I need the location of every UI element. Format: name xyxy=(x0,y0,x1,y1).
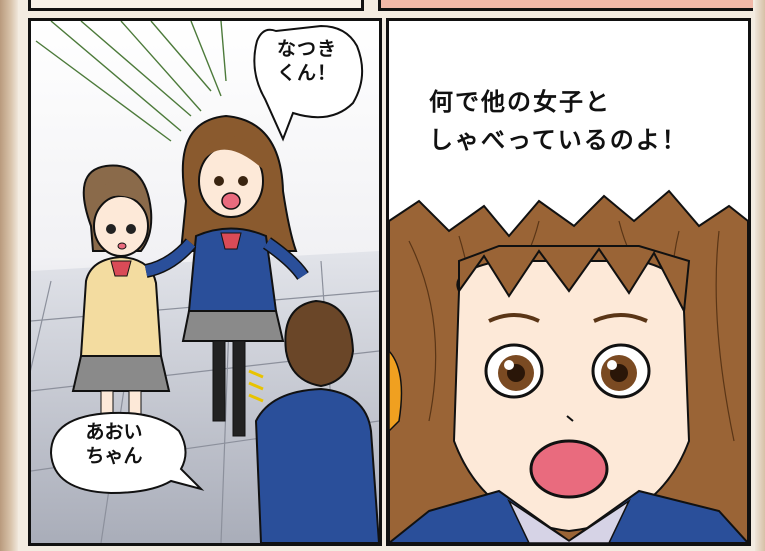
right-eyebrow xyxy=(593,313,648,323)
closeup-collar xyxy=(507,498,631,543)
open-mouth xyxy=(529,439,609,499)
hair-clip xyxy=(389,349,403,433)
character-aoi xyxy=(71,164,171,432)
page-edge-left xyxy=(0,0,18,551)
panel-left-art xyxy=(31,21,379,543)
panel-right: 何で他の女子と しゃべっているのよ！ xyxy=(386,18,751,546)
left-eye xyxy=(484,343,544,399)
character-natsuki xyxy=(254,299,379,543)
speech-text-natsuki: なつき くん！ xyxy=(276,38,337,84)
previous-panel-strip xyxy=(28,0,753,14)
speed-lines xyxy=(35,21,227,142)
previous-panel-left xyxy=(28,0,364,11)
speech-text-aoi: あおい ちゃん xyxy=(85,421,143,467)
character-main-girl xyxy=(144,114,309,437)
panel-left: なつき くん！ あおい ちゃん xyxy=(28,18,382,546)
closeup-bangs xyxy=(458,245,691,315)
left-eyebrow xyxy=(488,313,540,323)
closeup-blazer xyxy=(389,489,748,543)
nose xyxy=(566,415,574,422)
previous-panel-right xyxy=(378,0,753,11)
speech-text-main-girl: 何で他の女子と しゃべっているのよ！ xyxy=(429,88,688,155)
right-eye xyxy=(591,343,651,399)
page-edge-right xyxy=(755,0,765,551)
speech-bubble-bottom xyxy=(49,411,205,495)
speech-bubble-top xyxy=(253,24,364,142)
panel-right-art xyxy=(389,21,748,543)
